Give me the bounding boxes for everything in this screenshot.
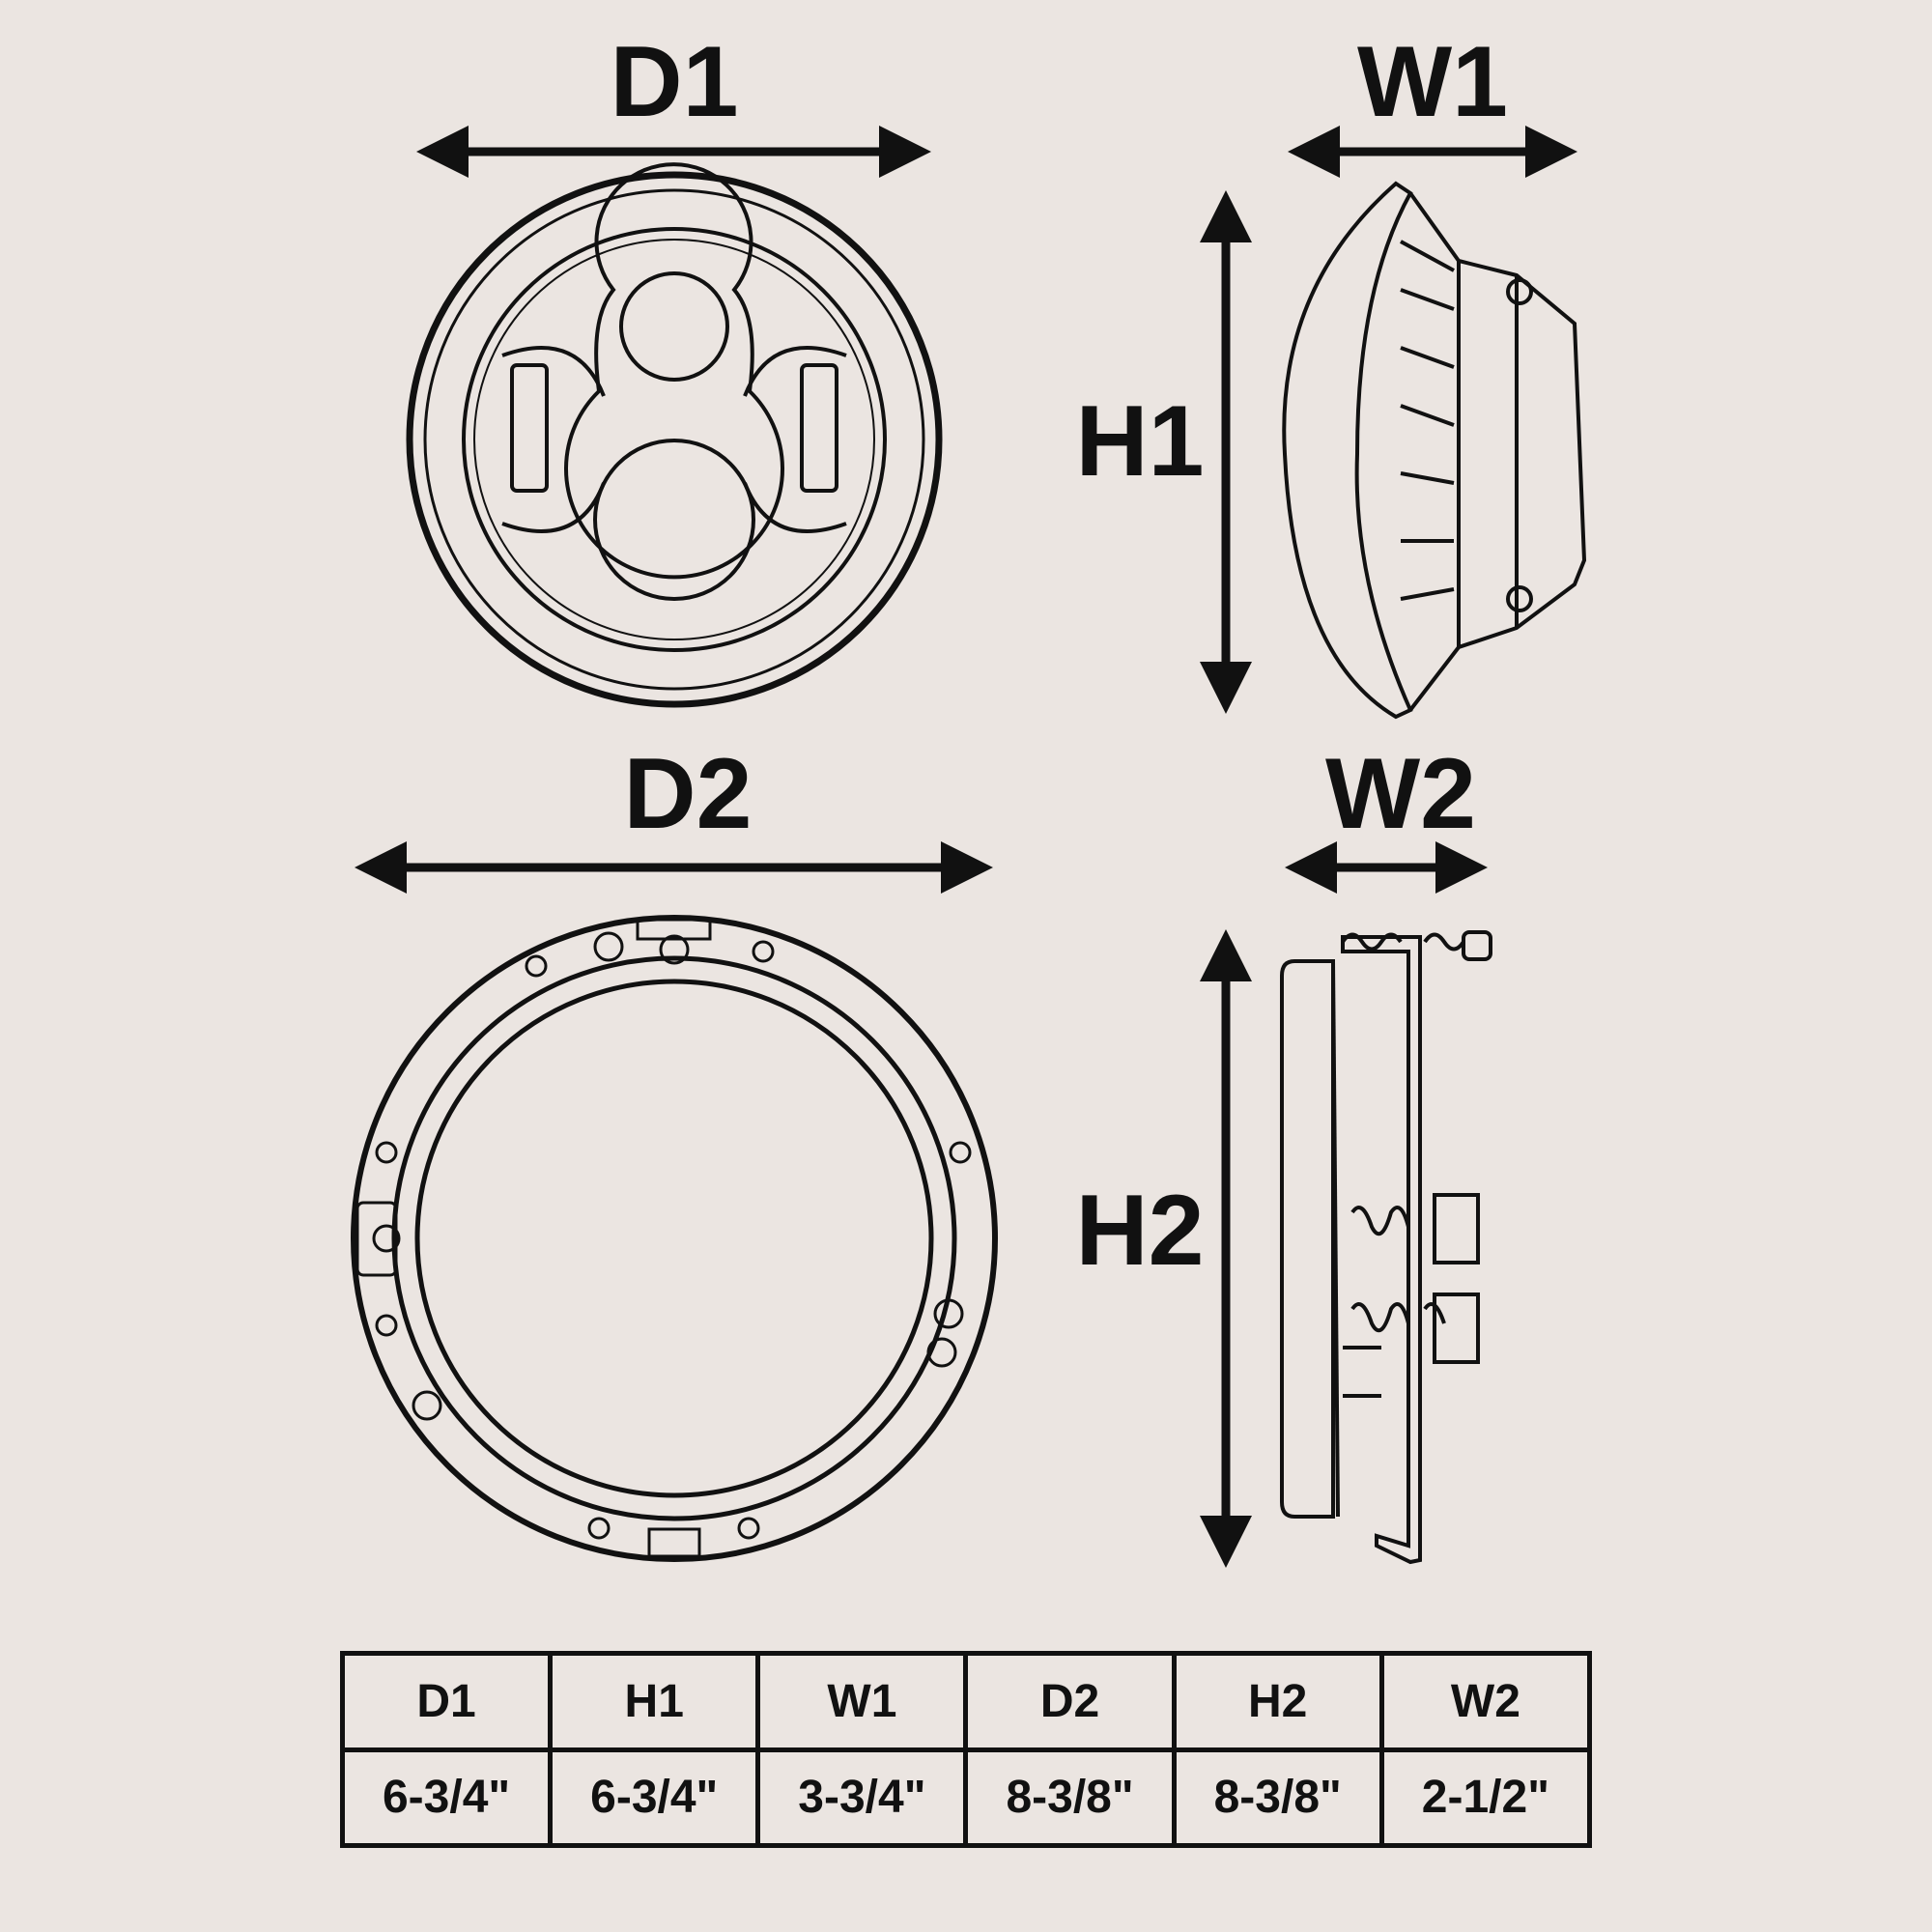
header-cell: W1	[755, 1651, 969, 1752]
header-cell: H2	[1171, 1651, 1384, 1752]
w2-label: W2	[1325, 738, 1476, 850]
h1-label: H1	[1075, 385, 1205, 497]
value-cell: 6-3/4"	[339, 1747, 554, 1848]
d1-label: D1	[610, 26, 739, 138]
table-value-row: 6-3/4" 6-3/4" 3-3/4" 8-3/8" 8-3/8" 2-1/2…	[339, 1747, 1593, 1848]
value-cell: 8-3/8"	[963, 1747, 1177, 1848]
d2-label: D2	[623, 738, 753, 850]
value-cell: 3-3/4"	[755, 1747, 969, 1848]
dimensions-table: D1 H1 W1 D2 H2 W2 6-3/4" 6-3/4" 3-3/4" 8…	[339, 1651, 1593, 1848]
headlight-front-view	[406, 162, 943, 708]
mounting-ring-side-view	[1280, 930, 1492, 1565]
header-cell: W2	[1378, 1651, 1593, 1752]
headlight-side-view	[1282, 181, 1587, 720]
h2-label: H2	[1075, 1175, 1205, 1287]
value-cell: 6-3/4"	[548, 1747, 761, 1848]
header-cell: D1	[339, 1651, 554, 1752]
value-cell: 8-3/8"	[1171, 1747, 1384, 1848]
table-header-row: D1 H1 W1 D2 H2 W2	[339, 1651, 1593, 1752]
header-cell: H1	[548, 1651, 761, 1752]
mounting-ring-front-view	[351, 915, 998, 1562]
header-cell: D2	[963, 1651, 1177, 1752]
w1-label: W1	[1357, 26, 1508, 138]
value-cell: 2-1/2"	[1378, 1747, 1593, 1848]
